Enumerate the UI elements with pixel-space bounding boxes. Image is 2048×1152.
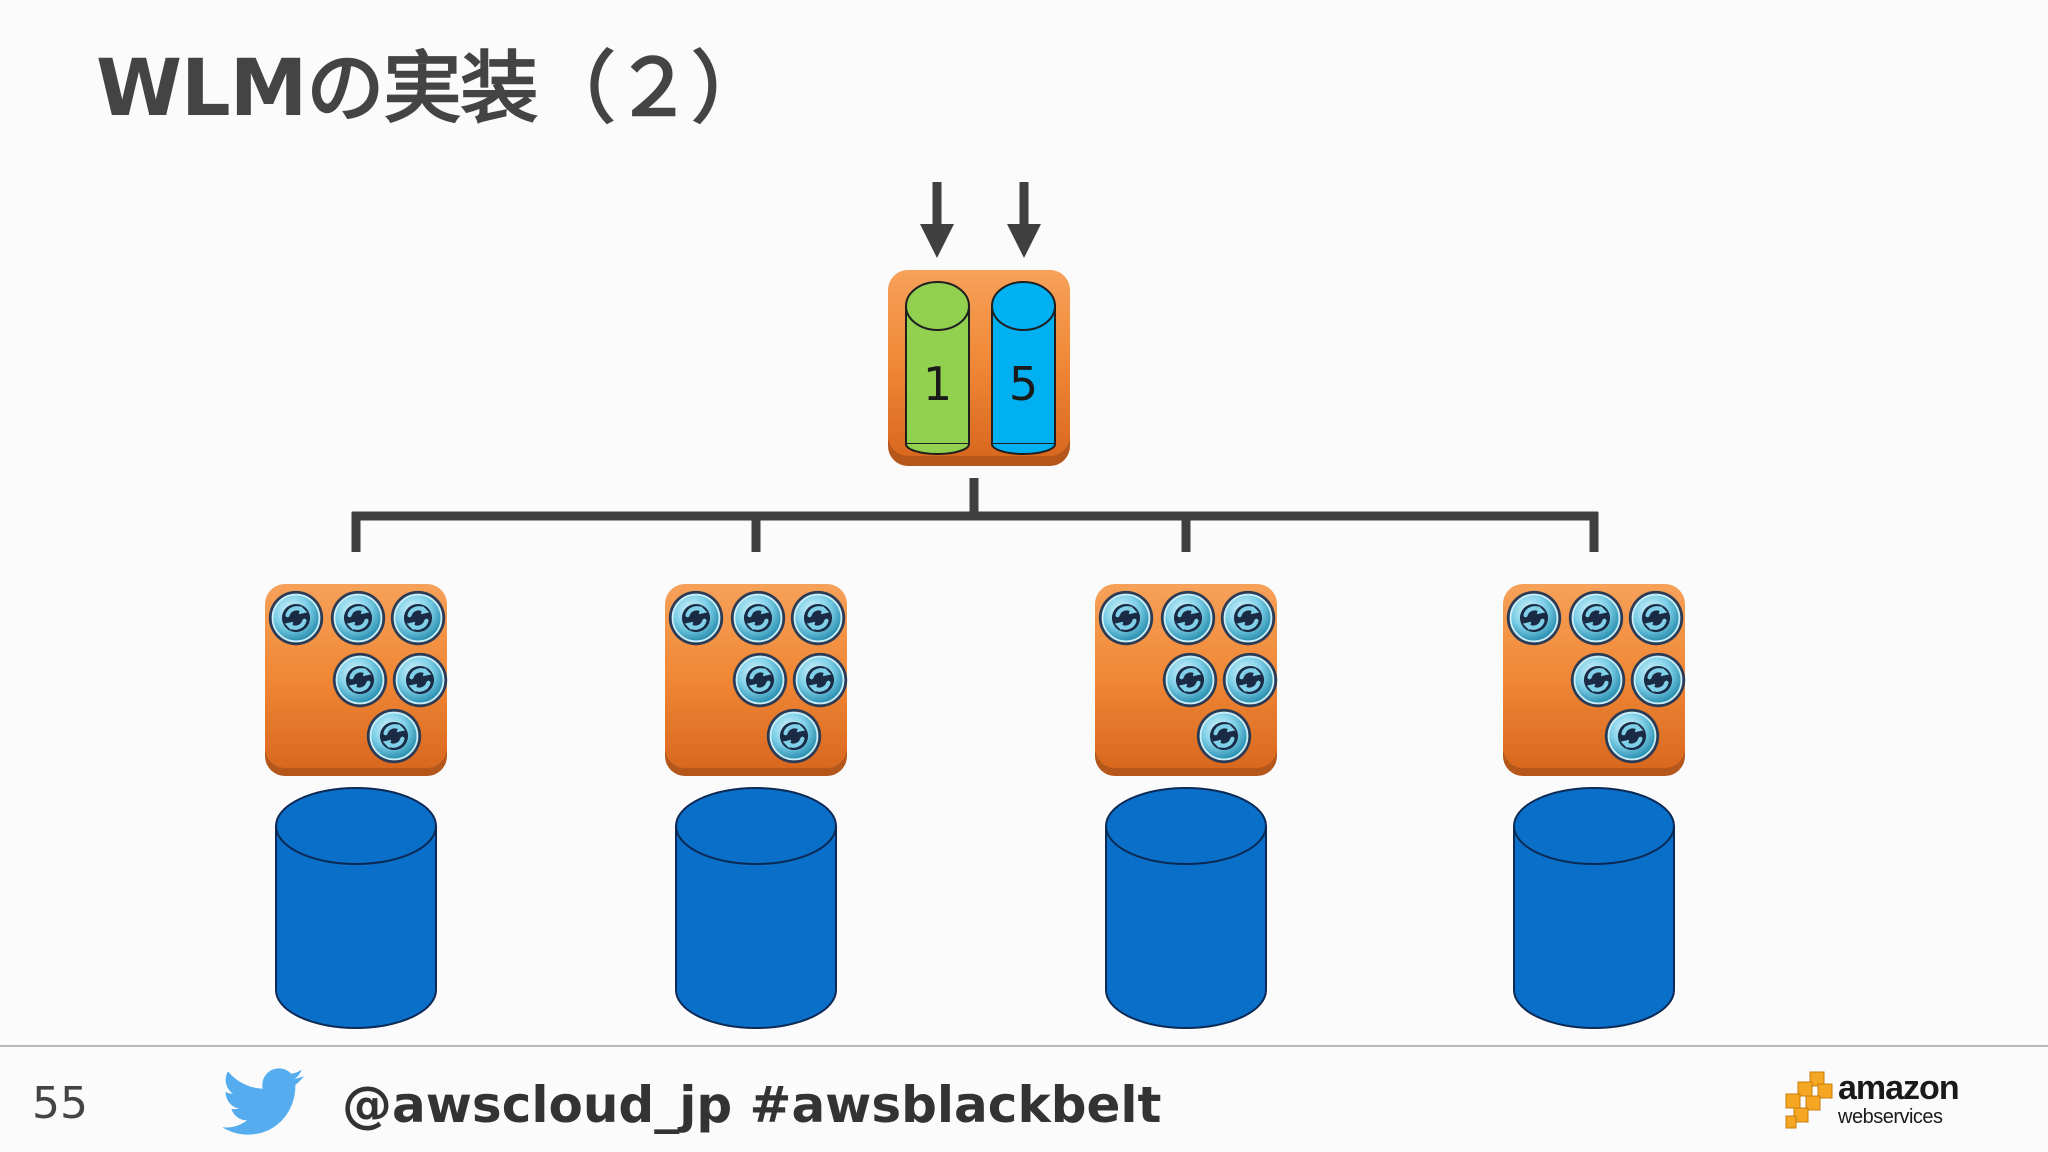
refresh-icon [1223, 653, 1277, 707]
refresh-icon [1163, 653, 1217, 707]
queue-5-label: 5 [1009, 357, 1038, 411]
refresh-icon [1605, 709, 1659, 763]
twitter-hashtag: @awscloud_jp #awsblackbelt [342, 1076, 1162, 1134]
wlm-diagram: 1 5 [265, 182, 2048, 1029]
compute-node-4 [1503, 584, 1685, 776]
refresh-icon [669, 591, 723, 645]
refresh-icon [793, 653, 847, 707]
aws-logo-sub: webservices [1838, 1106, 1943, 1128]
connector-tree [351, 478, 1599, 552]
refresh-icon [367, 709, 421, 763]
refresh-icon [1197, 709, 1251, 763]
refresh-icon [1221, 591, 1275, 645]
refresh-icon [1631, 653, 1685, 707]
storage-cylinder-3 [1105, 787, 1267, 1029]
refresh-icon [733, 653, 787, 707]
storage-cylinder-1 [275, 787, 437, 1029]
slide-title: WLMの実装（２） [96, 44, 769, 134]
refresh-icon [791, 591, 845, 645]
refresh-icon [333, 653, 387, 707]
queue-1: 1 [905, 281, 970, 455]
refresh-icon [731, 591, 785, 645]
compute-node-1 [265, 584, 447, 776]
refresh-icon [1569, 591, 1623, 645]
compute-node-2 [665, 584, 847, 776]
refresh-icon [767, 709, 821, 763]
aws-logo-word: amazon [1838, 1069, 1960, 1107]
storage-cylinder-4 [1513, 787, 1675, 1029]
aws-cubes-icon [1785, 1071, 1833, 1129]
leader-node: 1 5 [888, 270, 1070, 466]
queue-1-label: 1 [923, 357, 952, 411]
compute-node-3 [1095, 584, 1277, 776]
refresh-icon [1629, 591, 1683, 645]
refresh-icon [393, 653, 447, 707]
refresh-icon [1099, 591, 1153, 645]
refresh-icon [1507, 591, 1561, 645]
storage-cylinder-2 [675, 787, 837, 1029]
twitter-bird-icon [222, 1068, 304, 1135]
footer-divider [0, 1045, 2048, 1047]
refresh-icon [269, 591, 323, 645]
aws-logo: amazon webservices [1784, 1066, 1960, 1136]
input-arrow-left [920, 182, 954, 258]
queue-5: 5 [991, 281, 1056, 455]
input-arrow-right [1007, 182, 1041, 258]
refresh-icon [331, 591, 385, 645]
refresh-icon [1571, 653, 1625, 707]
page-number: 55 [32, 1078, 88, 1129]
refresh-icon [391, 591, 445, 645]
refresh-icon [1161, 591, 1215, 645]
